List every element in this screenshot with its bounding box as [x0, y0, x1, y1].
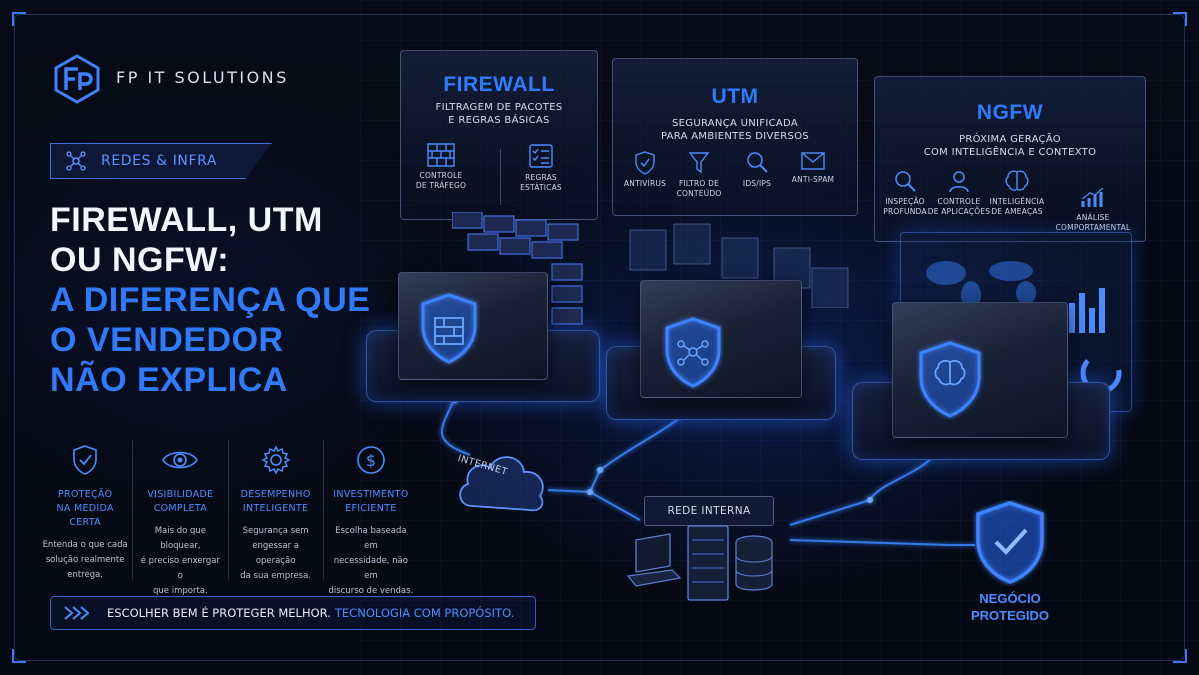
headline-line-accent: NÃO EXPLICA	[50, 361, 288, 399]
panel-feature-label: ANTIVÍRUS	[623, 179, 667, 188]
panel-feature: ANTI-SPAM	[773, 151, 853, 185]
feature-description: Segurança sem engessar a operação da sua…	[240, 526, 312, 581]
rede-interna-label: REDE INTERNA	[644, 496, 774, 526]
brain-icon	[1005, 170, 1029, 191]
panel-feature-label: IDS/IPS	[742, 179, 772, 188]
laptop-icon	[626, 533, 682, 587]
bar-chart-icon	[1081, 187, 1104, 207]
fp-monogram-icon	[54, 54, 100, 104]
shield-network-icon	[665, 317, 721, 388]
checklist-icon	[529, 144, 553, 168]
funnel-icon	[688, 152, 710, 174]
tagline-bar: ESCOLHER BEM É PROTEGER MELHOR. TECNOLOG…	[50, 596, 536, 630]
panel-feature: CONTROLE DE TRÁFEGO	[401, 143, 481, 191]
internal-network-devices	[626, 525, 773, 601]
double-chevron-right-icon	[64, 606, 89, 620]
panel-feature: INSPEÇÃO PROFUNDA	[865, 169, 945, 217]
negocio-protegido-label: NEGÓCIO PROTEGIDO	[970, 591, 1049, 623]
shield-check-icon	[73, 445, 97, 475]
category-tag: REDES & INFRA	[50, 143, 272, 179]
ngfw-panel: NGFW PRÓXIMA GERAÇÃO COM INTELIGÊNCIA E …	[874, 76, 1146, 242]
feature-title: PROTEÇÃO NA MEDIDA CERTA	[56, 489, 114, 528]
frame-corner	[1173, 649, 1187, 663]
panel-feature-label: INTELIGÊNCIA DE AMEAÇAS	[989, 197, 1045, 216]
panel-feature-label: FILTRO DE CONTEÚDO	[676, 179, 722, 198]
panel-title: UTM	[711, 85, 759, 108]
panel-feature: REGRAS ESTÁTICAS	[501, 143, 581, 193]
panel-feature: IDS/IPS	[717, 151, 797, 189]
panel-feature-label: CONTROLE DE APLICAÇÕES	[927, 197, 991, 216]
panel-feature-label: ANÁLISE COMPORTAMENTAL	[1055, 213, 1131, 232]
outer-frame	[14, 14, 1185, 661]
feature-item: VISIBILIDADE COMPLETA Mais do que bloque…	[133, 440, 229, 596]
feature-item: DESEMPENHO INTELIGENTE Segurança sem eng…	[229, 440, 324, 581]
network-nodes-icon	[66, 151, 86, 171]
eye-icon	[162, 451, 199, 469]
panel-feature: CONTROLE DE APLICAÇÕES	[919, 169, 999, 217]
headline-line: OU NGFW:	[50, 241, 230, 279]
brand-name: FP IT SOLUTIONS	[116, 68, 289, 87]
database-icon	[735, 535, 773, 591]
brick-wall-icon	[427, 143, 455, 167]
panel-feature: INTELIGÊNCIA DE AMEAÇAS	[977, 169, 1057, 217]
category-tag-label: REDES & INFRA	[101, 153, 218, 169]
user-icon	[949, 171, 969, 193]
panel-title: FIREWALL	[443, 73, 555, 96]
feature-list: PROTEÇÃO NA MEDIDA CERTA Entenda o que c…	[38, 440, 418, 596]
shield-check-icon	[635, 151, 655, 175]
panel-feature: ANÁLISE COMPORTAMENTAL	[1053, 187, 1133, 233]
server-rack-icon	[687, 525, 729, 601]
firewall-panel: FIREWALL FILTRAGEM DE PACOTES E REGRAS B…	[400, 50, 598, 220]
cloud-icon	[459, 456, 544, 512]
panel-feature-label: CONTROLE DE TRÁFEGO	[415, 171, 467, 190]
feature-description: Escolha baseada em necessidade, não em d…	[328, 526, 414, 596]
panel-feature-label: ANTI-SPAM	[791, 175, 835, 184]
panel-feature: FILTRO DE CONTEÚDO	[659, 151, 739, 199]
frame-corner	[1173, 12, 1187, 26]
panel-subtitle: FILTRAGEM DE PACOTES E REGRAS BÁSICAS	[435, 102, 563, 126]
divider	[500, 149, 501, 205]
feature-description: Entenda o que cada solução realmente ent…	[42, 540, 128, 580]
feature-description: Mais do que bloquear, é preciso enxergar…	[140, 526, 221, 596]
panel-subtitle: SEGURANÇA UNIFICADA PARA AMBIENTES DIVER…	[660, 118, 810, 142]
feature-title: VISIBILIDADE COMPLETA	[147, 489, 214, 514]
shield-wall-icon	[421, 293, 477, 364]
gear-icon	[260, 445, 291, 475]
brick-wall-icon	[452, 212, 583, 325]
frame-corner	[12, 649, 26, 663]
feature-title: INVESTIMENTO EFICIENTE	[333, 489, 409, 514]
headline-line: FIREWALL, UTM	[50, 201, 323, 239]
feature-item: PROTEÇÃO NA MEDIDA CERTA Entenda o que c…	[38, 440, 134, 580]
shield-brain-icon	[919, 341, 981, 418]
tagline-highlight: TECNOLOGIA COM PROPÓSITO.	[334, 606, 515, 620]
envelope-icon	[801, 152, 825, 170]
feature-item: $ INVESTIMENTO EFICIENTE Escolha baseada…	[324, 440, 418, 596]
feature-title: DESEMPENHO INTELIGENTE	[240, 489, 311, 514]
tagline-text: ESCOLHER BEM É PROTEGER MELHOR.	[107, 606, 331, 620]
panel-subtitle: PRÓXIMA GERAÇÃO COM INTELIGÊNCIA E CONTE…	[923, 134, 1097, 158]
panel-feature-label: REGRAS ESTÁTICAS	[520, 173, 562, 192]
panel-title: NGFW	[976, 101, 1044, 124]
magnifier-icon	[895, 171, 916, 192]
panel-feature-label: INSPEÇÃO PROFUNDA	[883, 197, 927, 216]
headline-line-accent: A DIFERENÇA QUE	[50, 281, 371, 319]
utm-panel: UTM SEGURANÇA UNIFICADA PARA AMBIENTES D…	[612, 58, 858, 216]
headline-line-accent: O VENDEDOR	[50, 321, 284, 359]
dollar-coin-icon: $	[357, 446, 385, 474]
shield-check-icon	[976, 501, 1044, 584]
magnifier-icon	[747, 152, 768, 173]
svg-text:$: $	[366, 451, 376, 470]
headline: FIREWALL, UTM OU NGFW: A DIFERENÇA QUE O…	[50, 200, 370, 400]
panel-feature: ANTIVÍRUS	[605, 151, 685, 189]
frame-corner	[12, 12, 26, 26]
